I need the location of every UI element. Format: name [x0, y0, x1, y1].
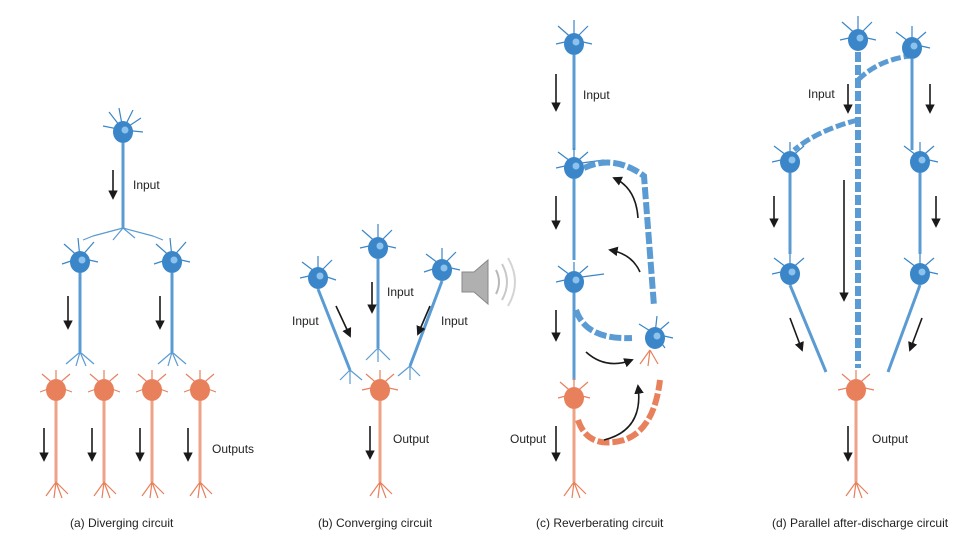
label-input-left: Input — [292, 314, 319, 328]
converging-circuit: Input Input Input Output (b) Converging … — [292, 224, 468, 530]
neuron-output — [837, 370, 875, 499]
caption-converging: (b) Converging circuit — [318, 516, 433, 530]
neuron-input-mid — [359, 224, 397, 362]
label-input: Input — [583, 88, 610, 102]
parallel-circuit: Input Output (d) Parallel after-discharg… — [769, 16, 949, 530]
caption-reverberating: (c) Reverberating circuit — [536, 516, 664, 530]
label-input: Input — [133, 178, 160, 192]
neuron-top — [555, 20, 593, 150]
neuron-input-left — [299, 256, 363, 384]
diverging-circuit: Input — [39, 107, 254, 530]
neuron-loop — [638, 315, 674, 367]
neuron-middle-2 — [555, 262, 633, 380]
label-input-mid: Input — [387, 285, 414, 299]
neuron-input — [82, 107, 164, 241]
neuron-input — [792, 16, 911, 368]
label-output: Output — [510, 432, 547, 446]
neuron-output-4 — [183, 370, 217, 499]
neuron-output — [361, 370, 399, 499]
neuron-output — [557, 378, 663, 499]
label-input-right: Input — [441, 314, 468, 328]
label-output: Output — [393, 432, 430, 446]
neuron-right-1 — [903, 142, 939, 254]
label-outputs: Outputs — [212, 442, 254, 456]
neuron-middle-right — [153, 237, 191, 367]
caption-diverging: (a) Diverging circuit — [70, 516, 174, 530]
neuron-output-1 — [39, 370, 73, 499]
neuron-left-2 — [771, 254, 828, 373]
label-input: Input — [808, 87, 835, 101]
neuron-left-1 — [771, 142, 805, 254]
reverberating-circuit: Input Output (c) Reverberating circuit — [510, 20, 674, 530]
caption-parallel: (d) Parallel after-discharge circuit — [772, 516, 949, 530]
neuron-output-3 — [135, 370, 169, 499]
neuron-right-2 — [886, 254, 939, 373]
speaker-icon[interactable] — [461, 257, 516, 307]
neuron-middle-1 — [555, 148, 657, 307]
neuron-input-right — [397, 248, 461, 380]
neuron-top-right — [895, 26, 931, 150]
neuron-output-2 — [87, 370, 121, 499]
neuron-middle-left — [61, 237, 99, 367]
label-output: Output — [872, 432, 909, 446]
